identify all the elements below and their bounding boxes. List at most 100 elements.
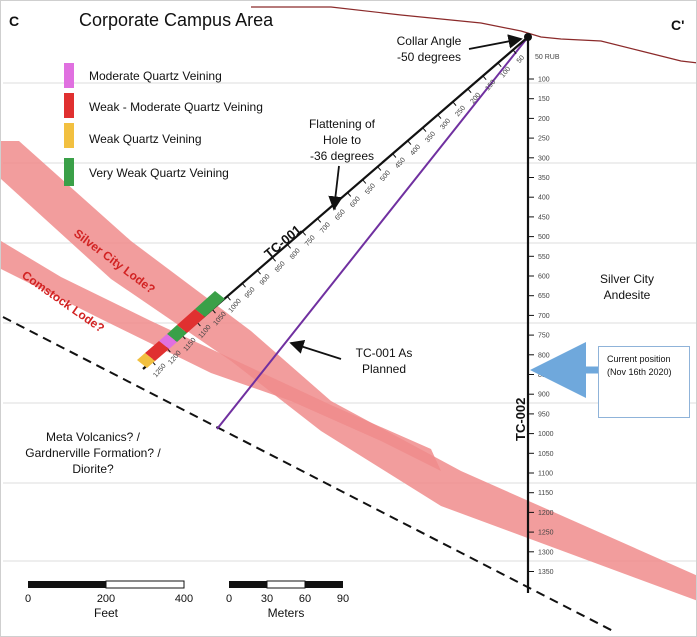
meters-label-90: 90 bbox=[337, 593, 349, 605]
tc-001-tick-mark bbox=[302, 231, 307, 236]
tc-001-tick-label: 300 bbox=[439, 118, 452, 132]
flattening-line1: Flattening of bbox=[309, 117, 376, 131]
tc-001-tick-label: 700 bbox=[319, 221, 332, 235]
tc-001-tick-mark bbox=[482, 75, 487, 81]
depth-tick-label: 250 bbox=[538, 136, 550, 143]
depth-tick-label: 1200 bbox=[538, 510, 554, 517]
collar-angle-line2: -50 degrees bbox=[397, 50, 461, 64]
tc-001-tick-label: 650 bbox=[334, 208, 347, 222]
meta-line3: Diorite? bbox=[72, 462, 114, 476]
tc-001-tick-label: 500 bbox=[379, 170, 392, 184]
tc-001-tick-label: 1250 bbox=[152, 363, 167, 380]
legend-label-weak: Weak Quartz Veining bbox=[89, 132, 202, 146]
callout-line1: Current position bbox=[607, 354, 671, 364]
feet-scale-bar: 0 200 400 Feet bbox=[25, 580, 193, 620]
depth-tick-label: 1100 bbox=[538, 471, 553, 478]
contact-dashed-line bbox=[2, 316, 614, 632]
meters-scale-bar: 0 30 60 90 Meters bbox=[226, 580, 349, 620]
topography-line bbox=[251, 6, 696, 64]
tc-001-tick-label: 550 bbox=[364, 182, 377, 196]
tc-001-tick-mark bbox=[226, 296, 231, 301]
comstock-lode bbox=[1, 241, 441, 471]
depth-tick-label: 1350 bbox=[538, 569, 554, 576]
tc-001-tick-label: 900 bbox=[259, 273, 272, 287]
legend-label-moderate: Moderate Quartz Veining bbox=[89, 69, 222, 83]
legend-swatches bbox=[64, 63, 74, 186]
flattening-line3: -36 degrees bbox=[310, 149, 374, 163]
tc-001-tick-mark bbox=[497, 62, 502, 68]
interval-weak bbox=[137, 353, 155, 368]
tc-001-tick-mark bbox=[452, 101, 457, 106]
collar-angle-arrow bbox=[468, 34, 523, 50]
depth-tick-label: 800 bbox=[538, 352, 550, 359]
interval-very-weak-upper bbox=[195, 291, 225, 317]
feet-unit-label: Feet bbox=[94, 606, 119, 620]
section-right-label: C' bbox=[671, 17, 684, 33]
interval-very-weak-mid bbox=[167, 325, 187, 342]
meta-line2: Gardnerville Formation? / bbox=[25, 446, 161, 460]
depth-tick-label: 1150 bbox=[538, 490, 553, 497]
collar-angle-line1: Collar Angle bbox=[397, 34, 462, 48]
tc-001-tick-label: 50 bbox=[516, 54, 526, 65]
depth-tick-label: 900 bbox=[538, 392, 550, 399]
meta-line1: Meta Volcanics? / bbox=[46, 430, 141, 444]
tc-001-tick-mark bbox=[467, 88, 472, 93]
planned-arrow bbox=[289, 339, 342, 360]
depth-tick-label: 150 bbox=[538, 96, 550, 103]
interval-weak-moderate-lower bbox=[145, 341, 169, 361]
andesite-line2: Andesite bbox=[604, 288, 651, 302]
tc-001-tick-label: 800 bbox=[289, 247, 302, 261]
tc-001-tick-mark bbox=[256, 270, 261, 275]
tc-001-tick-mark bbox=[407, 140, 412, 145]
current-position-callout: Current position (Nov 16th 2020) bbox=[598, 346, 690, 418]
callout-line2: (Nov 16th 2020) bbox=[607, 367, 672, 377]
feet-label-0: 0 bbox=[25, 593, 31, 605]
depth-tick-label: 650 bbox=[538, 293, 550, 300]
tc-001-tick-label: 1000 bbox=[228, 298, 243, 315]
legend-label-very-weak: Very Weak Quartz Veining bbox=[89, 166, 229, 180]
feet-label-400: 400 bbox=[175, 593, 193, 605]
tc-001-tick-label: 100 bbox=[499, 66, 512, 80]
tc-001-tick-mark bbox=[271, 257, 276, 262]
tc-001-tick-mark bbox=[317, 218, 322, 223]
tc-002-label: TC-002 bbox=[513, 398, 528, 441]
tc-001-tick-label: 150 bbox=[484, 79, 497, 93]
planned-line2: Planned bbox=[362, 362, 406, 376]
meters-label-60: 60 bbox=[299, 593, 311, 605]
depth-tick-label: 450 bbox=[538, 214, 550, 221]
meters-unit-label: Meters bbox=[268, 606, 305, 620]
tc-001-tick-label: 400 bbox=[409, 144, 422, 158]
depth-tick-label: 1250 bbox=[538, 530, 554, 537]
flattening-arrow bbox=[328, 165, 343, 211]
tc-001-tick-label: 600 bbox=[349, 195, 362, 209]
depth-tick-label: 1050 bbox=[538, 451, 554, 458]
tc-001-tick-mark bbox=[377, 166, 382, 171]
tc-001-planned-trace bbox=[216, 36, 529, 430]
tc-001-tick-label: 200 bbox=[469, 92, 482, 106]
tc-001-tick-label: 850 bbox=[274, 260, 287, 274]
tc-001-tick-label: 750 bbox=[304, 234, 317, 248]
depth-tick-label: 200 bbox=[538, 116, 550, 123]
depth-tick-label: 500 bbox=[538, 234, 550, 241]
depth-tick-label: 600 bbox=[538, 274, 550, 281]
tc-001-tick-mark bbox=[422, 127, 427, 132]
collar-point bbox=[524, 33, 532, 41]
tc-002-depth-ticks: 1001502002503003504004505005506006507007… bbox=[528, 77, 554, 576]
veining-intervals bbox=[137, 291, 225, 368]
depth-tick-label: 400 bbox=[538, 195, 550, 202]
interval-moderate bbox=[159, 334, 177, 349]
tc-001-tick-label: 450 bbox=[394, 157, 407, 171]
depth-tick-label: 1000 bbox=[538, 431, 554, 438]
callout-text: Current position (Nov 16th 2020) bbox=[607, 353, 672, 379]
flattening-line2: Hole to bbox=[323, 133, 361, 147]
depth-tick-label: 1300 bbox=[538, 549, 554, 556]
legend-swatch-very-weak bbox=[64, 158, 74, 186]
depth-tick-label: 750 bbox=[538, 333, 550, 340]
tc-001-tick-mark bbox=[286, 244, 292, 249]
tc-001-tick-mark bbox=[437, 114, 442, 119]
legend-swatch-weak-moderate bbox=[64, 93, 74, 118]
planned-line1: TC-001 As bbox=[356, 346, 413, 360]
andesite-line1: Silver City bbox=[600, 272, 654, 286]
